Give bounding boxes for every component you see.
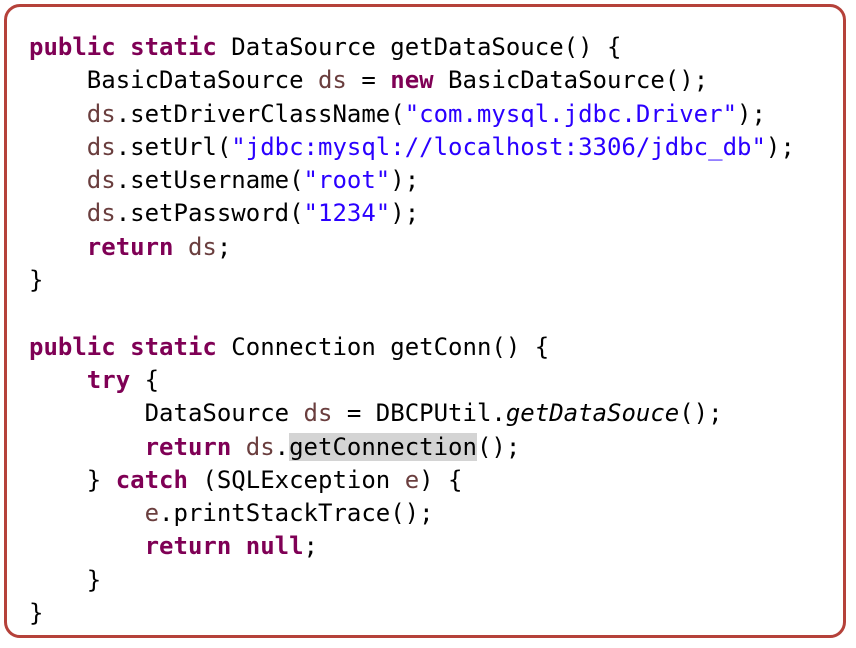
code-token: );: [390, 199, 420, 228]
code-token: [29, 100, 87, 128]
variable-token: ds: [86, 132, 116, 161]
code-line: public static Connection getConn() {: [29, 331, 795, 364]
code-line: [29, 297, 795, 330]
code-line: }: [29, 264, 795, 297]
code-token: [29, 532, 145, 560]
code-token: =: [346, 66, 391, 95]
code-token: (SQLException: [187, 465, 405, 494]
code-token: [29, 199, 87, 227]
code-token: [116, 333, 130, 361]
code-token: BasicDataSource();: [433, 66, 709, 95]
code-token: }: [29, 565, 102, 594]
static-method-token: getDataSouce: [505, 399, 680, 428]
code-line: return ds.getConnection();: [29, 431, 795, 464]
code-line: try {: [29, 364, 795, 397]
code-token: [116, 33, 130, 61]
code-line: } catch (SQLException e) {: [29, 464, 795, 497]
string-literal-token: "com.mysql.jdbc.Driver": [404, 99, 738, 128]
variable-token: ds: [303, 399, 333, 428]
code-line: BasicDataSource ds = new BasicDataSource…: [29, 64, 795, 97]
keyword-token: return: [144, 432, 232, 461]
code-line: ds.setPassword("1234");: [29, 197, 795, 230]
code-token: .printStackTrace();: [159, 499, 434, 528]
variable-token: ds: [245, 432, 275, 461]
code-token: ();: [476, 432, 521, 461]
code-token: );: [737, 99, 766, 128]
code-token: .setDriverClassName(: [115, 99, 405, 128]
code-line: e.printStackTrace();: [29, 497, 795, 530]
code-block: public static DataSource getDataSouce() …: [29, 31, 795, 630]
code-token: [29, 433, 145, 461]
code-token: ) {: [419, 465, 463, 494]
code-token: );: [390, 166, 420, 195]
code-line: return ds;: [29, 231, 795, 264]
code-token: [29, 366, 87, 394]
code-token: {: [130, 365, 160, 394]
code-token: }: [29, 266, 44, 295]
code-token: .setUrl(: [115, 132, 232, 161]
code-token: }: [29, 465, 116, 494]
code-token: [29, 499, 145, 527]
code-token: [174, 233, 188, 261]
code-token: ;: [216, 232, 232, 261]
string-literal-token: "root": [303, 166, 391, 195]
code-token: = DBCPUtil.: [332, 399, 506, 428]
code-token: .: [274, 432, 290, 461]
code-token: ();: [679, 399, 723, 428]
string-literal-token: "jdbc:mysql://localhost:3306/jdbc_db": [231, 132, 766, 161]
variable-token: ds: [86, 199, 116, 228]
code-line: return null;: [29, 530, 795, 563]
code-line: ds.setDriverClassName("com.mysql.jdbc.Dr…: [29, 98, 795, 131]
keyword-token: public: [29, 33, 116, 61]
code-token: .setPassword(: [115, 199, 304, 228]
variable-token: e: [404, 465, 420, 494]
keyword-token: try: [86, 365, 131, 394]
code-frame: public static DataSource getDataSouce() …: [4, 4, 846, 638]
code-token: DataSource: [29, 399, 304, 428]
code-token: [29, 233, 87, 261]
code-token: BasicDataSource: [29, 66, 318, 95]
variable-token: ds: [86, 99, 116, 128]
code-line: public static DataSource getDataSouce() …: [29, 31, 795, 64]
keyword-token: public: [29, 332, 116, 361]
code-line: ds.setUsername("root");: [29, 164, 795, 197]
variable-token: ds: [187, 232, 217, 261]
keyword-token: static: [130, 332, 217, 361]
code-line: }: [29, 564, 795, 597]
highlighted-token: getConnection: [289, 432, 477, 461]
code-token: [231, 433, 245, 461]
variable-token: e: [144, 499, 160, 528]
keyword-token: static: [130, 33, 217, 61]
code-line: }: [29, 597, 795, 630]
variable-token: ds: [86, 166, 116, 195]
code-token: [231, 532, 245, 560]
keyword-token: catch: [115, 465, 188, 494]
code-token: Connection getConn() {: [216, 332, 550, 361]
string-literal-token: "1234": [303, 199, 391, 228]
code-token: DataSource getDataSouce() {: [216, 33, 622, 61]
code-token: }: [29, 599, 44, 628]
variable-token: ds: [317, 66, 347, 95]
code-token: .setUsername(: [115, 166, 304, 195]
keyword-token: return: [144, 532, 232, 561]
keyword-token: null: [245, 532, 304, 561]
keyword-token: return: [86, 232, 174, 261]
code-line: DataSource ds = DBCPUtil.getDataSouce();: [29, 397, 795, 430]
code-token: ;: [303, 532, 318, 561]
code-line: ds.setUrl("jdbc:mysql://localhost:3306/j…: [29, 131, 795, 164]
code-token: [29, 166, 87, 194]
code-token: [29, 133, 87, 161]
keyword-token: new: [390, 66, 434, 95]
code-token: );: [765, 132, 795, 161]
